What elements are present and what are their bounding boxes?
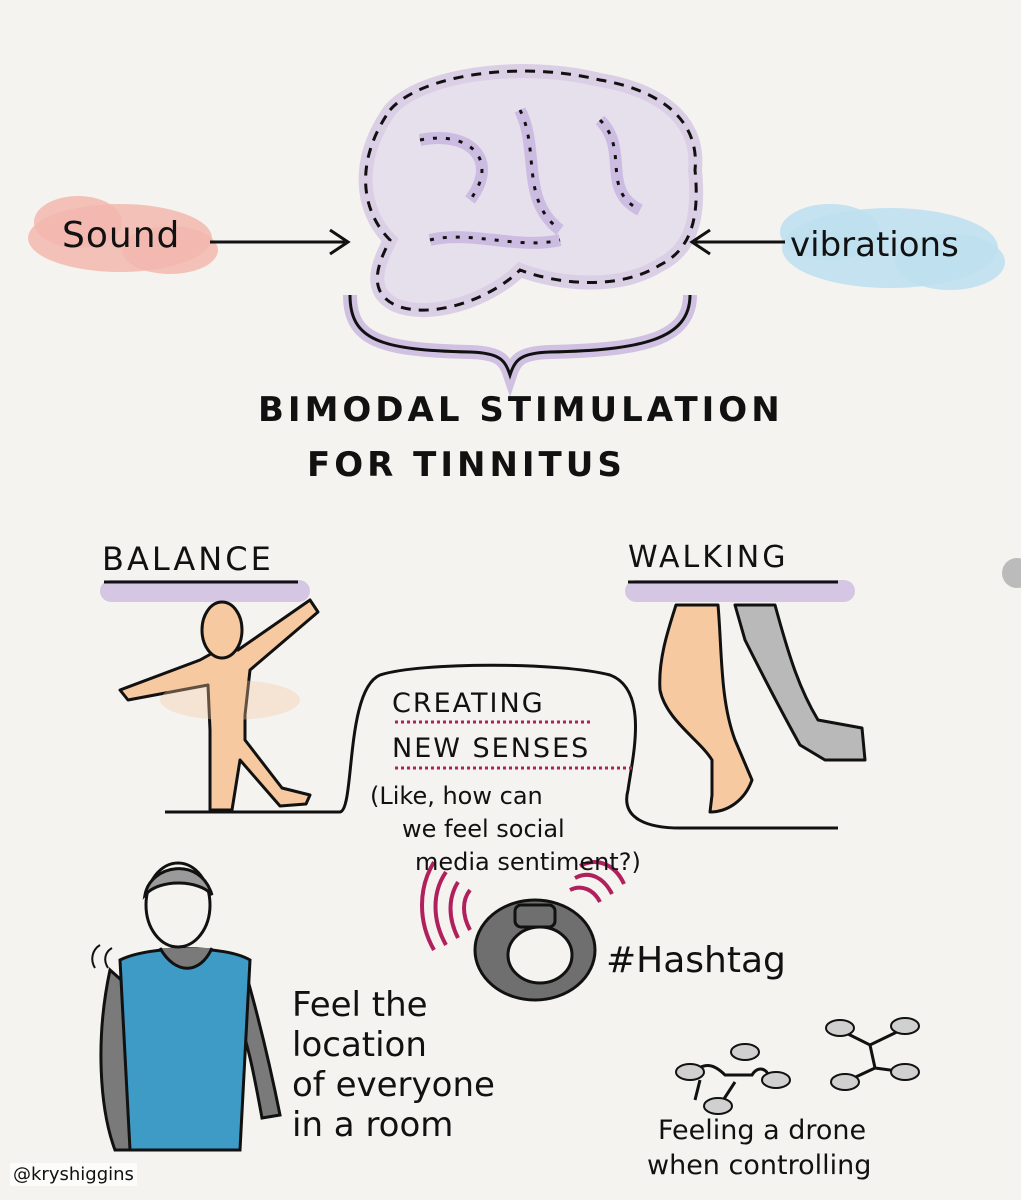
title-line2: FOR TINNITUS	[307, 445, 626, 485]
vibrations-label: vibrations	[790, 225, 959, 265]
new-senses-label: NEW SENSES	[392, 733, 591, 764]
feel-location-line1: Feel the	[292, 985, 428, 1025]
balance-label: BALANCE	[102, 540, 274, 578]
brace	[343, 294, 697, 398]
walking-label: WALKING	[628, 540, 789, 575]
vibrations-arrow	[689, 228, 785, 256]
creating-label: CREATING	[392, 688, 545, 719]
drone-caption-line1: Feeling a drone	[658, 1115, 867, 1146]
sound-arrow	[210, 228, 351, 256]
drone-caption-line2: when controlling	[647, 1150, 872, 1181]
sound-label: Sound	[62, 215, 181, 256]
example-line3: media sentiment?)	[415, 848, 641, 876]
example-line2: we feel social	[402, 815, 565, 843]
walking-underline	[625, 580, 855, 602]
vibrations-highlight	[780, 204, 1005, 290]
drone-icon	[675, 1017, 920, 1115]
author-credit: @kryshiggins	[10, 1163, 137, 1186]
hashtag-label: #Hashtag	[606, 940, 786, 981]
sound-highlight	[28, 196, 218, 274]
feel-location-line3: of everyone	[292, 1065, 495, 1105]
title-line1: BIMODAL STIMULATION	[258, 390, 784, 430]
vest-person-icon	[91, 861, 282, 1152]
feel-location-line4: in a room	[292, 1105, 454, 1145]
example-line1: (Like, how can	[370, 782, 543, 810]
feel-location-line2: location	[292, 1025, 427, 1065]
balance-figure-icon	[118, 598, 320, 812]
scroll-handle[interactable]	[1002, 558, 1021, 588]
ground-line	[165, 663, 838, 830]
balance-underline	[100, 580, 310, 602]
wristband-icon	[420, 860, 626, 1002]
walking-legs-icon	[658, 603, 867, 814]
brain-icon	[358, 64, 704, 318]
